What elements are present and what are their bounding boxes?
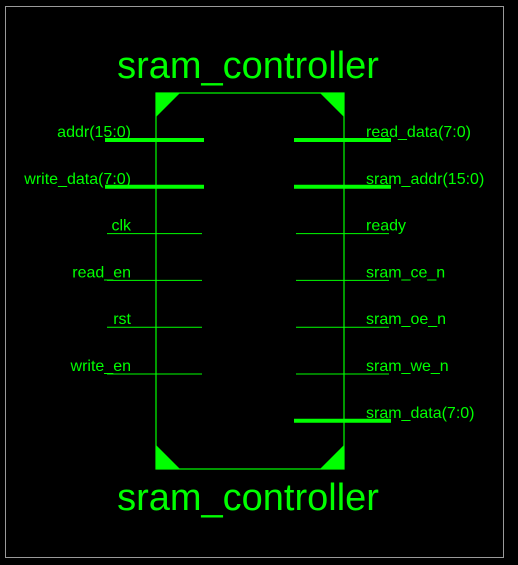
block-title-top: sram_controller [117,45,379,87]
right-pin-label-sram-data-7-0: sram_data(7:0) [366,405,475,422]
right-pin-label-sram-addr-15-0: sram_addr(15:0) [366,171,484,188]
corner-bottom-right [320,445,344,469]
left-pin-label-rst: rst [113,311,131,328]
right-pin-group: read_data(7:0) sram_addr(15:0)ready sram_c… [294,124,484,423]
left-pin-label-read-en: read_en [72,264,131,281]
corner-top-left [156,93,180,117]
block-body[interactable] [155,92,345,470]
right-pin-label-read-data-7-0: read_data(7:0) [366,124,471,141]
corner-bottom-left [156,445,180,469]
corner-top-right [320,93,344,117]
diagram-frame [5,6,504,558]
right-pin-label-sram-oe-n: sram_oe_n [366,311,446,328]
left-pin-label-write-data-7-0: write_data(7:0) [23,171,131,188]
right-pin-label-sram-we-n: sram_we_n [366,358,449,375]
right-pin-label-sram-ce-n: sram_ce_n [366,264,445,281]
right-pin-label-ready: ready [366,218,406,235]
left-pin-label-write-en: write_en [70,358,131,375]
left-pin-label-addr-15-0: addr(15:0) [57,124,131,141]
left-pin-label-clk: clk [111,218,132,235]
block-title-bottom: sram_controller [117,477,379,519]
